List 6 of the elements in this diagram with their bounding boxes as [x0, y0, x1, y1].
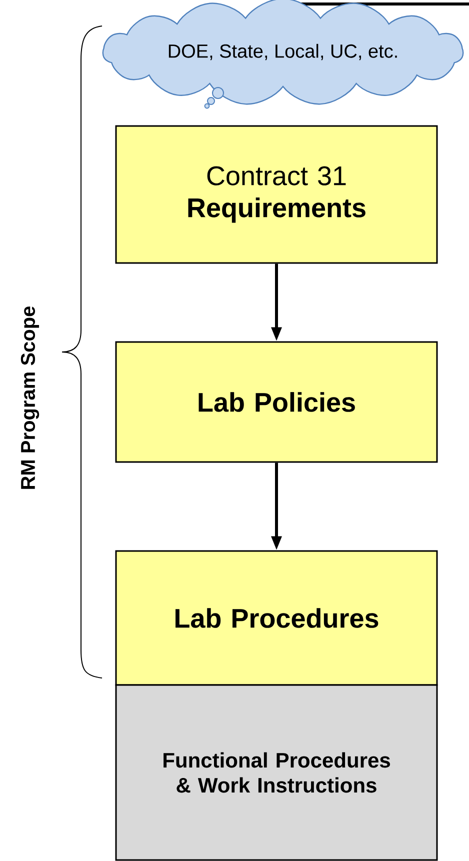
process-box: Lab Procedures: [115, 550, 438, 686]
scope-label: RM Program Scope: [20, 306, 40, 489]
thought-cloud: DOE, State, Local, UC, etc.: [102, 0, 464, 109]
process-box: Contract 31 Requirements: [115, 125, 438, 264]
process-box: Functional Procedures & Work Instructions: [115, 684, 438, 861]
process-box: Lab Policies: [115, 341, 438, 463]
